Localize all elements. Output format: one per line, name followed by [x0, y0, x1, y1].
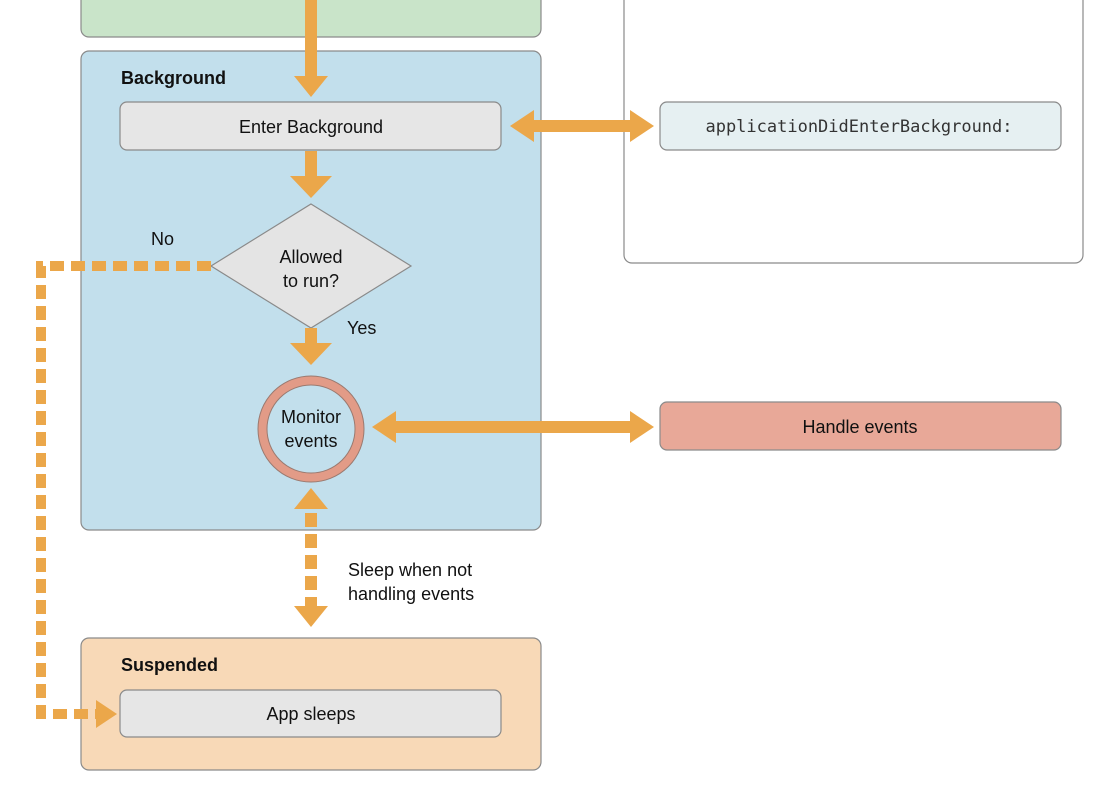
enter-background-label: Enter Background: [239, 117, 383, 137]
enter-background-step: [119, 101, 502, 151]
flow-arrows: [36, 0, 654, 728]
monitor-events-circle: [266, 384, 356, 474]
monitor-line-1: Monitor: [281, 407, 341, 427]
sleep-note-line-1: Sleep when not: [348, 560, 472, 580]
arrow-foreground-to-background: [294, 0, 328, 97]
decision-line-1: Allowed: [279, 247, 342, 267]
yes-label: Yes: [347, 318, 376, 338]
monitor-line-2: events: [284, 431, 337, 451]
arrow-enter-to-delegate: [510, 110, 654, 142]
no-label: No: [151, 229, 174, 249]
app-sleeps-step: [119, 689, 502, 738]
handle-events-label: Handle events: [802, 417, 917, 437]
arrow-yes-to-monitor: [290, 328, 332, 365]
sleep-note-line-2: handling events: [348, 584, 474, 604]
delegate-method-box: [659, 101, 1062, 151]
background-title: Background: [121, 68, 226, 88]
decision-line-2: to run?: [283, 271, 339, 291]
suspended-title: Suspended: [121, 655, 218, 675]
arrow-enter-to-decision: [290, 151, 332, 198]
arrow-no-to-suspended-dashed: [36, 261, 211, 728]
arrow-monitor-sleep-dashed: [294, 488, 328, 627]
app-sleeps-label: App sleeps: [266, 704, 355, 724]
arrow-monitor-to-handle: [372, 411, 654, 443]
delegate-method-label: applicationDidEnterBackground:: [705, 117, 1012, 137]
handle-events-box: [659, 401, 1062, 451]
